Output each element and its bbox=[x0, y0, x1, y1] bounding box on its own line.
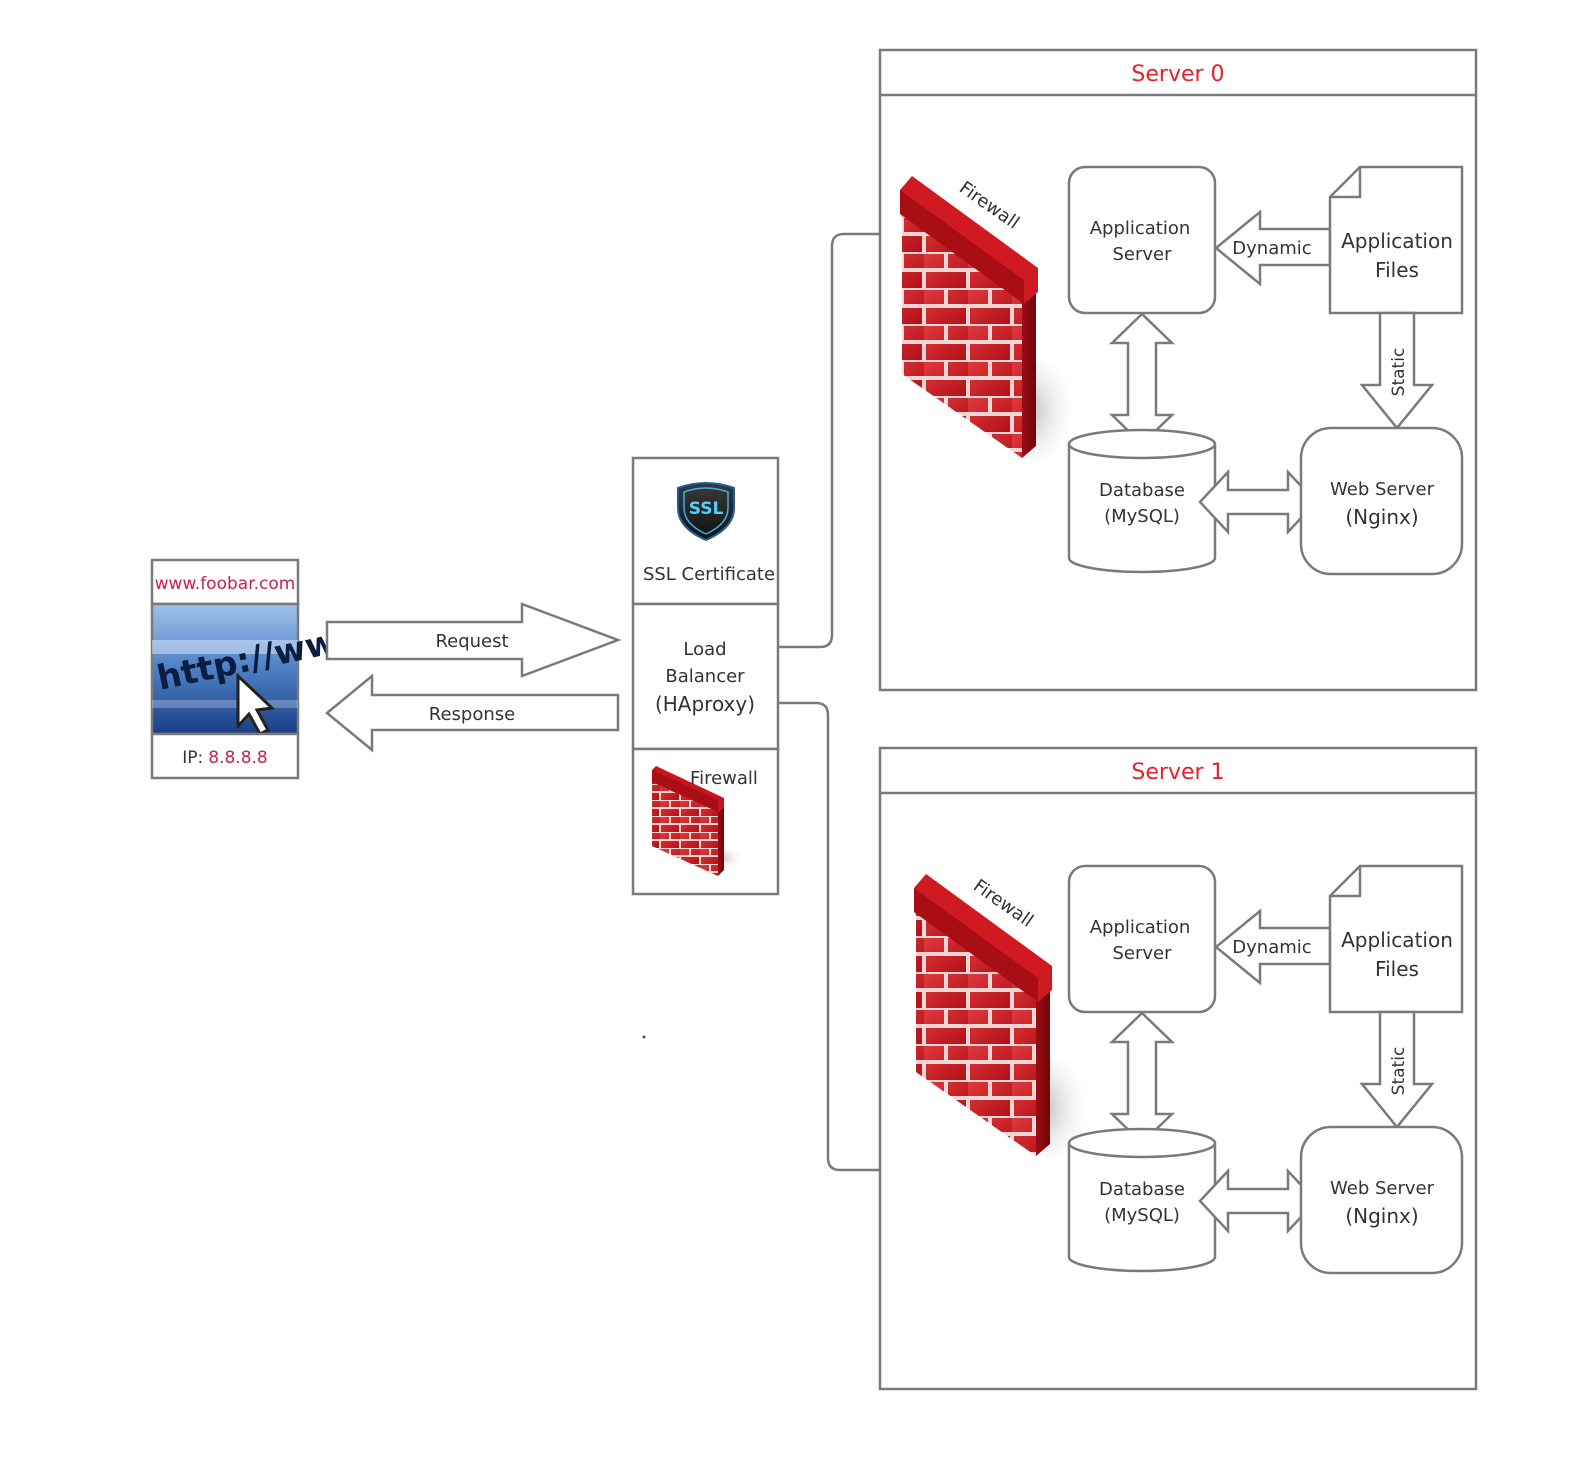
server-1-static-arrow bbox=[1359, 1010, 1435, 1129]
lb-firewall-icon bbox=[652, 766, 745, 876]
server-1: Server 1 Firewall Application Server Dyn… bbox=[878, 746, 1478, 1391]
server-0-static-label: Static bbox=[1389, 348, 1409, 397]
server-1-web-server-line1: Web Server bbox=[1330, 1178, 1435, 1199]
stray-dot bbox=[642, 1035, 646, 1039]
server-0-web-server-line2: (Nginx) bbox=[1345, 505, 1418, 529]
ip-value: 8.8.8.8 bbox=[208, 748, 267, 768]
response-label: Response bbox=[429, 704, 515, 725]
ip-box bbox=[150, 732, 300, 780]
server-0-app-server-line1: Application bbox=[1090, 218, 1191, 239]
ip-label: IP: bbox=[182, 748, 203, 768]
server-0-app-server bbox=[1067, 165, 1217, 315]
server-1-static-label: Static bbox=[1389, 1047, 1409, 1096]
lb-firewall-label: Firewall bbox=[690, 768, 758, 789]
server-0-app-files-line2: Files bbox=[1375, 258, 1419, 282]
server-1-database-line2: (MySQL) bbox=[1104, 1205, 1180, 1226]
connector-lb-server0 bbox=[778, 232, 880, 649]
server-1-app-files-line2: Files bbox=[1375, 957, 1419, 981]
server-1-app-server-line1: Application bbox=[1090, 917, 1191, 938]
domain-box bbox=[150, 558, 300, 606]
server-0-title: Server 0 bbox=[1131, 62, 1224, 87]
server-1-title: Server 1 bbox=[1131, 760, 1224, 785]
domain-name[interactable]: www.foobar.com bbox=[155, 574, 296, 594]
server-0-app-server-line2: Server bbox=[1112, 244, 1172, 265]
load-balancer-stack: SSL SSL Certificate Load Balancer (HApro… bbox=[631, 456, 780, 896]
server-1-app-server-line2: Server bbox=[1112, 943, 1172, 964]
server-1-dynamic-arrow bbox=[1214, 908, 1332, 986]
server-1-database-line1: Database bbox=[1099, 1179, 1185, 1200]
server-0-web-server bbox=[1299, 426, 1464, 576]
ip-address: IP:8.8.8.8 bbox=[182, 748, 267, 768]
server-0: Server 0 Firewall Application Server Dyn… bbox=[878, 48, 1478, 692]
connector-lb-server1 bbox=[778, 701, 880, 1172]
server-0-database-line2: (MySQL) bbox=[1104, 506, 1180, 527]
server-1-web-server-line2: (Nginx) bbox=[1345, 1204, 1418, 1228]
lb-label-line1: Load bbox=[683, 639, 726, 660]
server-0-dynamic-arrow bbox=[1214, 209, 1332, 287]
server-0-database bbox=[1067, 428, 1217, 574]
lb-label-line3: (HAproxy) bbox=[655, 692, 755, 716]
client-node: www.foobar.com http://www IP:8.8.8.8 bbox=[150, 558, 371, 780]
server-1-web-server bbox=[1299, 1125, 1464, 1275]
server-0-static-arrow bbox=[1359, 311, 1435, 430]
lb-label-line2: Balancer bbox=[665, 666, 745, 687]
request-label: Request bbox=[435, 631, 508, 652]
ssl-shield-icon: SSL bbox=[677, 482, 735, 542]
server-0-web-server-line1: Web Server bbox=[1330, 479, 1435, 500]
server-1-dynamic-label: Dynamic bbox=[1232, 937, 1311, 958]
server-0-database-line1: Database bbox=[1099, 480, 1185, 501]
server-0-app-files-line1: Application bbox=[1341, 229, 1453, 253]
ssl-certificate-label: SSL Certificate bbox=[643, 564, 775, 585]
server-1-app-server bbox=[1067, 864, 1217, 1014]
ssl-badge-text: SSL bbox=[689, 499, 724, 519]
cursor-icon bbox=[236, 672, 276, 736]
server-1-app-files-line1: Application bbox=[1341, 928, 1453, 952]
load-balancer-box bbox=[631, 602, 780, 751]
server-0-dynamic-label: Dynamic bbox=[1232, 238, 1311, 259]
server-1-database bbox=[1067, 1127, 1217, 1273]
server-0-firewall-icon bbox=[900, 176, 1080, 460]
server-1-firewall-icon bbox=[914, 874, 1094, 1158]
response-arrow bbox=[325, 673, 620, 753]
request-arrow bbox=[325, 602, 622, 678]
